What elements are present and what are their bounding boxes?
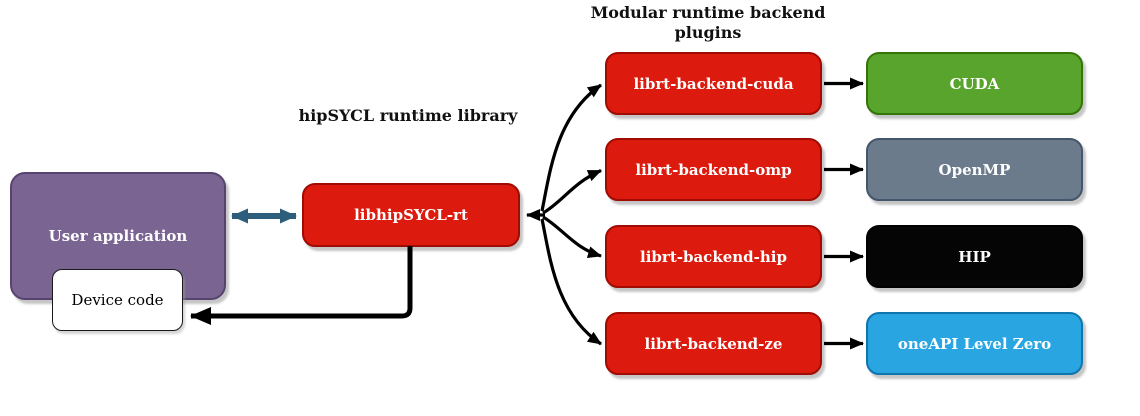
- arrow-rt-backend-ze: [540, 218, 602, 346]
- oneapi-level-zero-node: oneAPI Level Zero: [866, 312, 1083, 375]
- hip-node: HIP: [866, 225, 1083, 288]
- oneapi-level-zero-label: oneAPI Level Zero: [897, 334, 1052, 353]
- backend-cuda-label: librt-backend-cuda: [633, 74, 794, 93]
- libhipsycl-rt-node: libhipSYCL-rt: [302, 183, 520, 247]
- arrow-rt-backend-omp: [542, 169, 602, 215]
- libhipsycl-rt-label: libhipSYCL-rt: [354, 206, 468, 224]
- backend-ze-label: librt-backend-ze: [644, 334, 783, 353]
- user-application-label: User application: [48, 227, 188, 245]
- openmp-label: OpenMP: [938, 160, 1011, 179]
- cuda-label: CUDA: [949, 74, 1000, 93]
- backend-omp-label: librt-backend-omp: [635, 160, 792, 179]
- device-code-node: Device code: [52, 269, 183, 331]
- backend-hip-label: librt-backend-hip: [640, 247, 787, 266]
- hip-label: HIP: [958, 247, 991, 266]
- backend-ze-node: librt-backend-ze: [605, 312, 822, 375]
- arrow-rt-backend-cuda: [540, 83, 602, 212]
- cuda-node: CUDA: [866, 52, 1083, 115]
- openmp-node: OpenMP: [866, 138, 1083, 201]
- backend-plugins-title: Modular runtime backend plugins: [590, 3, 826, 42]
- runtime-library-title: hipSYCL runtime library: [298, 106, 518, 125]
- backend-hip-node: librt-backend-hip: [605, 225, 822, 288]
- arrow-rt-backend-hip: [542, 215, 602, 259]
- backend-omp-node: librt-backend-omp: [605, 138, 822, 201]
- device-code-label: Device code: [71, 291, 164, 309]
- backend-cuda-node: librt-backend-cuda: [605, 52, 822, 115]
